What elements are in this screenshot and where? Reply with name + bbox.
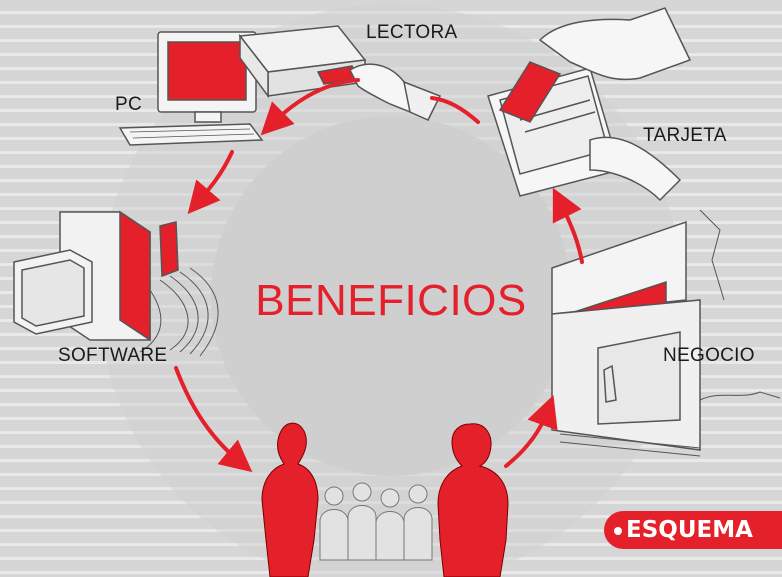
node-label-tarjeta: TARJETA: [643, 125, 727, 146]
desktop-computer-icon: [118, 31, 264, 146]
badge-label: ESQUEMA: [626, 517, 753, 543]
card-reader-icon: [238, 25, 442, 121]
esquema-badge: ESQUEMA: [604, 511, 782, 549]
node-label-lectora: LECTORA: [366, 22, 458, 43]
hands-with-card-icon: [487, 7, 692, 202]
computer-tower-icon: [13, 210, 219, 357]
shop-front-icon: [551, 209, 781, 457]
center-title: BENEFICIOS: [255, 276, 527, 325]
node-label-negocio: NEGOCIO: [663, 345, 755, 366]
center-circle: [211, 116, 571, 476]
node-label-pc: PC: [115, 94, 142, 115]
node-label-software: SOFTWARE: [58, 345, 168, 366]
people-silhouettes-icon: [261, 422, 509, 577]
bullet-dot-icon: [614, 526, 622, 535]
cycle-arrow-icon: [174, 78, 584, 473]
